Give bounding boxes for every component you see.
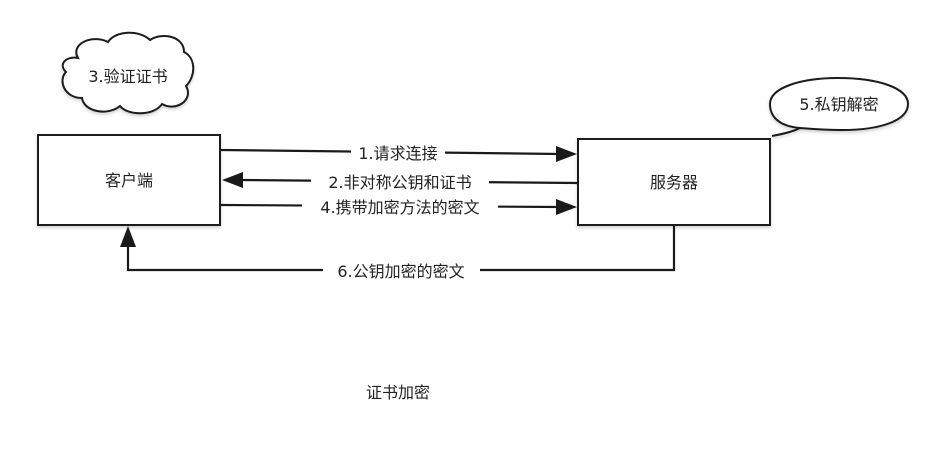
edge-label-bg	[302, 197, 498, 217]
arrow-head	[222, 172, 243, 188]
private-key-decrypt-callout: 5.私钥解密	[768, 76, 910, 137]
arrow-head	[120, 226, 136, 247]
edge-label: 1.请求连接	[358, 144, 437, 163]
edge-public-key-encrypted: 6.公钥加密的密文	[120, 226, 676, 281]
server-label: 服务器	[650, 173, 698, 192]
verify-cert-cloud: 3.验证证书	[61, 31, 195, 115]
server-node: 服务器	[577, 138, 771, 226]
arrow-head	[556, 199, 577, 215]
private-key-decrypt-label: 5.私钥解密	[799, 95, 878, 114]
edge-label-bg	[311, 172, 489, 192]
arrow-head	[556, 146, 577, 162]
client-node: 客户端	[37, 134, 221, 226]
edge-label: 2.非对称公钥和证书	[328, 173, 471, 192]
edge-label: 4.携带加密方法的密文	[320, 198, 479, 217]
cloud-shape	[61, 31, 195, 115]
edge-public-key-and-cert: 2.非对称公钥和证书	[222, 172, 578, 192]
diagram-caption: 证书加密	[366, 383, 430, 402]
callout-shape	[768, 76, 910, 137]
server-box	[577, 138, 771, 226]
edge-request-connection: 1.请求连接	[220, 143, 577, 163]
client-label: 客户端	[105, 171, 153, 190]
client-box	[37, 134, 221, 226]
edge-label: 6.公钥加密的密文	[337, 262, 464, 281]
verify-cert-label: 3.验证证书	[88, 67, 167, 86]
edge-label-bg	[323, 261, 480, 281]
edge-label-bg	[351, 143, 445, 163]
edge-encrypted-method: 4.携带加密方法的密文	[220, 197, 577, 217]
